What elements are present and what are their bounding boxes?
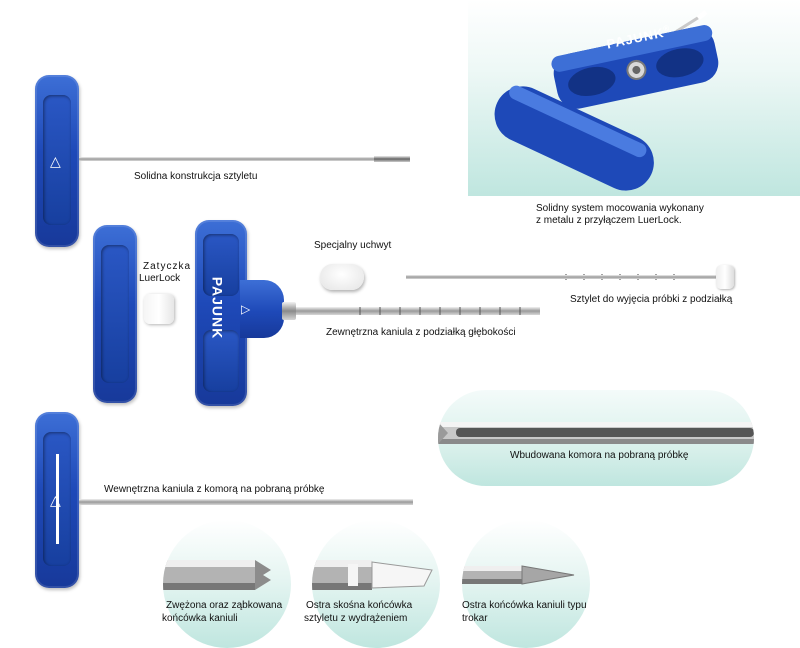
label-tip2-line1: Ostra skośna końcówka <box>306 600 413 611</box>
main-handle-slot-bottom <box>203 330 239 392</box>
special-handle-piece <box>320 264 364 290</box>
metal-connector <box>282 302 296 320</box>
graded-stylet <box>406 275 718 279</box>
tip-circle-1 <box>163 520 291 648</box>
label-tip3-line1: Ostra końcówka kaniuli typu <box>462 600 587 611</box>
inner-handle-stripe <box>56 454 59 544</box>
main-handle-hub <box>240 280 284 338</box>
label-inner-cannula: Wewnętrzna kaniula z komorą na pobraną p… <box>104 484 325 495</box>
label-graded-stylet: Sztylet do wyjęcia próbki z podziałką <box>570 294 733 305</box>
cap-piece <box>93 225 137 403</box>
stylet-handle-top: △ <box>35 75 79 247</box>
label-tip3-line2: trokar <box>462 613 488 624</box>
tip2-illustration <box>312 560 433 590</box>
main-handle-brand: PAJUNK <box>209 277 225 340</box>
tip1-illustration <box>163 560 271 590</box>
stylet-rod-top-tip <box>374 156 410 162</box>
graded-stylet-knob <box>716 265 734 289</box>
label-special-handle: Specjalny uchwyt <box>314 240 392 251</box>
triangle-icon: △ <box>50 153 61 169</box>
inner-triangle-icon: △ <box>50 492 61 508</box>
main-t-handle <box>195 220 247 406</box>
main-handle-slot-top <box>203 234 239 296</box>
mount-photo-panel: PAJUNK® <box>468 0 800 196</box>
label-outer-cannula: Zewnętrzna kaniula z podziałką głębokośc… <box>326 327 516 338</box>
label-plug-line1: Zatyczka <box>143 261 192 272</box>
tip-circle-3 <box>462 520 590 648</box>
chamber-illustration <box>438 422 754 444</box>
chamber-panel: Wbudowana komora na pobraną próbkę <box>438 390 754 486</box>
label-tip1-line1: Zwężona oraz ząbkowana <box>166 600 283 611</box>
cap-slot <box>101 245 129 383</box>
label-tip1-line2: końcówka kaniuli <box>162 613 238 624</box>
label-plug-line2: LuerLock <box>139 273 181 284</box>
stylet-rod-top <box>79 157 391 161</box>
label-mount-line1: Solidny system mocowania wykonany <box>536 203 704 214</box>
outer-cannula <box>296 307 540 315</box>
inner-cannula-handle: △ <box>35 412 79 588</box>
label-tip2-line2: sztyletu z wydrążeniem <box>304 613 408 624</box>
handle-slot <box>43 95 71 225</box>
label-chamber: Wbudowana komora na pobraną próbkę <box>510 450 689 461</box>
luerlock-plug <box>144 294 174 324</box>
label-mount-line2: z metalu z przyłączem LuerLock. <box>536 215 682 226</box>
label-stylet-solid: Solidna konstrukcja sztyletu <box>134 171 258 182</box>
inner-cannula-rod <box>79 499 413 505</box>
mount-photo-illustration <box>494 10 719 191</box>
main-triangle-icon: △ <box>239 305 254 315</box>
tip-circle-2 <box>312 520 440 648</box>
main-brand-text: PAJUNK <box>209 276 226 340</box>
tip3-illustration <box>462 565 575 585</box>
